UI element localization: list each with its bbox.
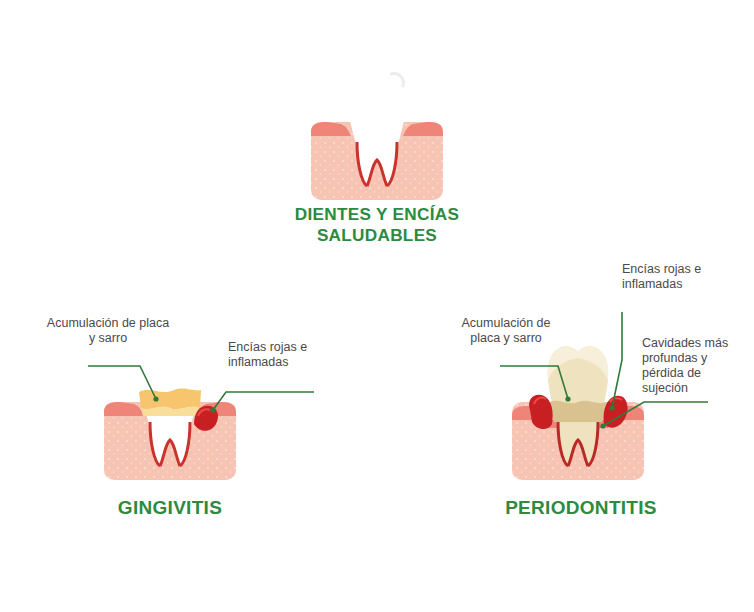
healthy-heading: DIENTES Y ENCÍAS SALUDABLES <box>272 204 482 246</box>
callout-label: Encías rojas e inflamadas <box>622 262 712 292</box>
circle-heading-box: PERIODONTITIS <box>456 496 706 519</box>
circle-heading-box: DIENTES Y ENCÍAS SALUDABLES <box>272 204 482 246</box>
gingivitis-heading: GINGIVITIS <box>118 496 222 519</box>
leader-dots <box>153 396 614 428</box>
circle-heading-box: GINGIVITIS <box>50 496 290 519</box>
callout-label: Cavidades más profundas y pérdida de suj… <box>642 336 742 396</box>
healthy-tooth <box>311 70 443 200</box>
periodontitis-heading: PERIODONTITIS <box>505 496 657 519</box>
callout-label: Encías rojas e inflamadas <box>228 340 318 370</box>
leader-lines <box>88 312 708 426</box>
callout-label: Acumulación de placa y sarro <box>44 316 172 346</box>
circle-outline <box>12 290 328 606</box>
callout-label: Acumulación de placa y sarro <box>452 316 560 346</box>
healthy-circle: DIENTES Y ENCÍAS SALUDABLES <box>249 10 505 266</box>
gingivitis-tooth <box>104 350 236 480</box>
